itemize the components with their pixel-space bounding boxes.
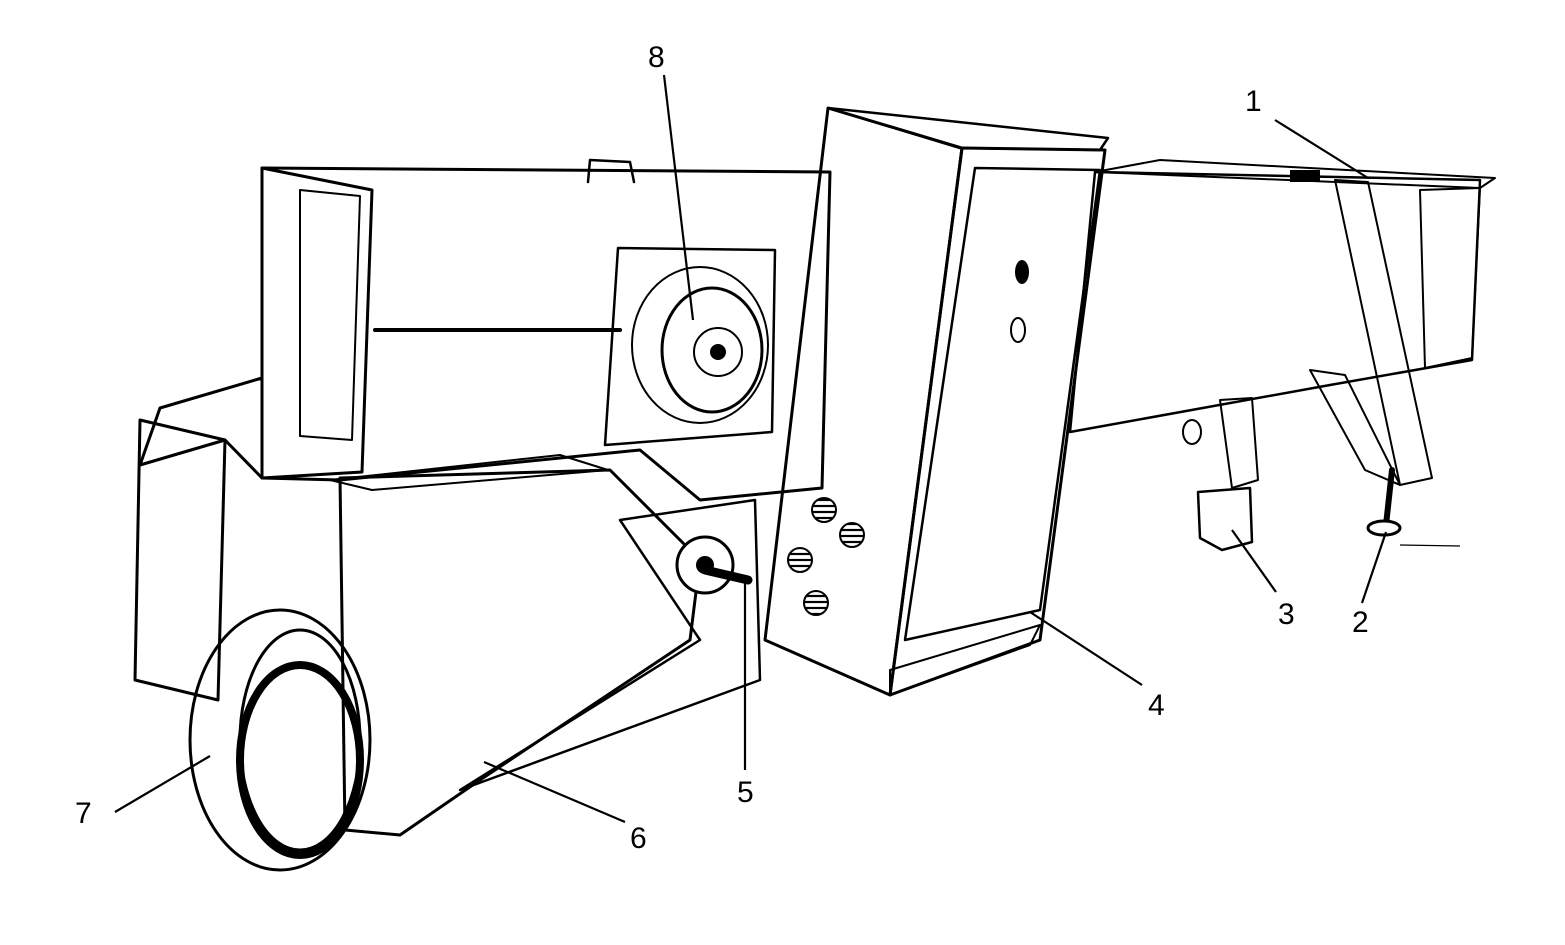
callout-8: 8 [648,41,665,74]
shaft-flange [675,535,753,595]
drive-wheel [188,608,372,872]
callout-7: 7 [75,797,92,830]
clamp-jaw-leg [1182,397,1259,552]
leader-4 [1029,611,1143,686]
callout-3: 3 [1278,598,1295,631]
callout-6: 6 [630,822,647,855]
screw-jack-leg [1366,467,1461,547]
callout-5: 5 [737,776,754,809]
control-cabinet [763,106,1110,697]
leader-8 [662,74,695,321]
leader-7 [114,755,211,813]
callout-labels: 1 2 3 4 5 6 7 8 [75,41,1369,855]
cabinet-knob [787,497,865,616]
callout-1: 1 [1245,85,1262,118]
leader-1 [1274,119,1369,179]
main-housing [260,158,832,502]
leader-2 [1360,531,1388,604]
fan-motor [373,246,777,447]
leader-6 [483,760,626,824]
leader-3 [1231,529,1277,593]
wheel-guard-casing [329,454,762,837]
callout-leaders [114,74,1388,824]
end-block [133,376,264,702]
right-beam [1068,159,1496,486]
callout-2: 2 [1352,606,1369,639]
callout-4: 4 [1148,689,1165,722]
